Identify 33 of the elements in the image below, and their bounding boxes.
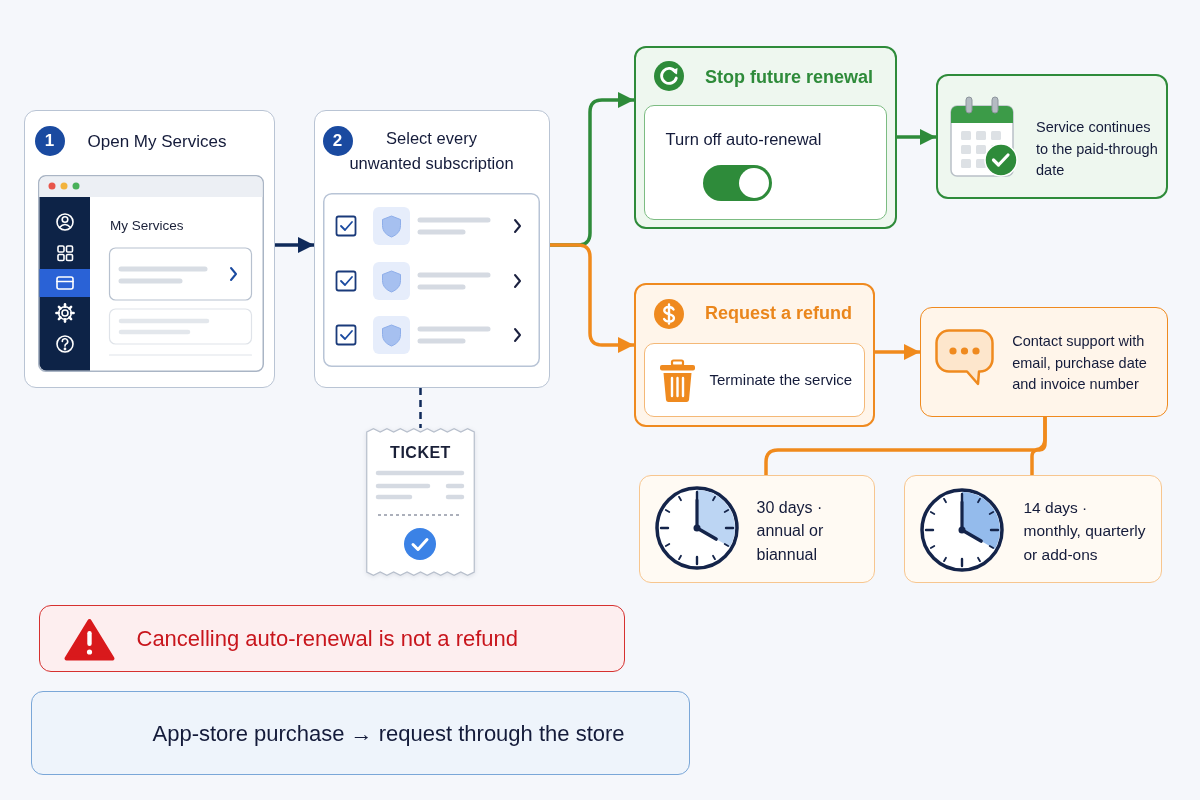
connector-line	[1030, 417, 1047, 475]
step-title: Open My Services	[87, 131, 227, 152]
result-card	[936, 74, 1168, 199]
deadline-text: 14 days · monthly, quarterly or add-ons	[1023, 497, 1147, 565]
result-text: Service continues to the paid-through date	[1036, 118, 1159, 180]
panel-title: Stop future renewal	[705, 67, 874, 89]
arrow	[875, 343, 920, 361]
step-number-badge: 2	[322, 125, 353, 156]
deadline-card	[639, 475, 875, 583]
panel-title: Request a refund	[705, 303, 853, 325]
result-text: Contact support with email, purchase date and invoice number	[1012, 332, 1148, 395]
option-panel	[634, 46, 897, 229]
arrow	[550, 243, 634, 354]
ticket-heading: TICKET	[389, 443, 452, 463]
arrow	[275, 236, 314, 254]
info-text: App-store purchase → request through the store	[152, 720, 625, 747]
result-card	[920, 307, 1168, 417]
ticket-receipt	[366, 428, 475, 576]
action-label: Turn off auto-renewal	[665, 128, 822, 150]
info-banner	[31, 691, 690, 775]
step-number-badge: 1	[34, 125, 65, 156]
warning-text: Cancelling auto-renewal is not a refund	[136, 625, 519, 652]
action-label: Terminate the service	[709, 370, 853, 389]
screen-heading: My Services	[110, 218, 184, 233]
option-panel	[634, 283, 875, 427]
arrow	[897, 128, 936, 146]
action-card	[644, 343, 865, 417]
warning-banner	[39, 605, 625, 672]
deadline-text: 30 days · annual or biannual	[756, 497, 825, 565]
deadline-card	[904, 475, 1162, 583]
dashed-connector	[419, 388, 422, 428]
action-card	[644, 105, 887, 220]
step-card	[24, 110, 275, 388]
